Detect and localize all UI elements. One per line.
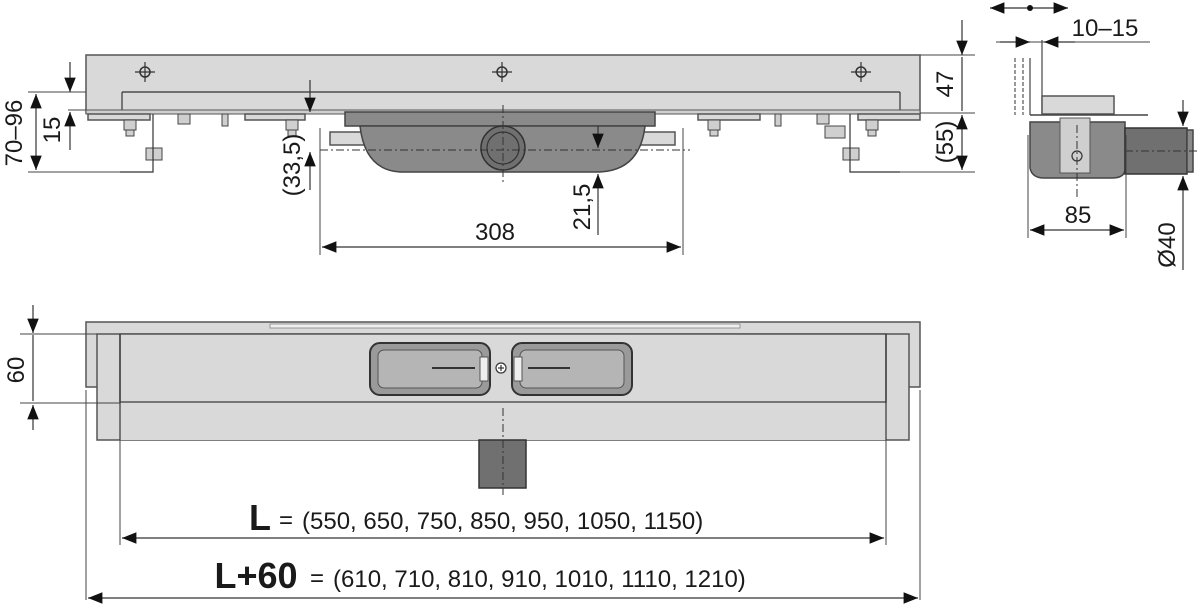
length-equals: =	[279, 507, 293, 534]
end-view: 10–15 85 Ø40	[990, 2, 1200, 270]
top-view: 60 L = (550, 650, 750, 850, 950, 1050, 1…	[3, 305, 921, 604]
dim-bottom-ref: (55)	[932, 121, 959, 164]
length-formula: L = (550, 650, 750, 850, 950, 1050, 1150…	[249, 497, 703, 538]
dim-depth-ref: (33,5)	[279, 134, 306, 197]
dim-outlet-diameter: Ø40	[1154, 222, 1181, 267]
dim-wall-offset: 10–15	[1072, 15, 1139, 42]
dim-height-range: 70–96	[1, 100, 28, 167]
drain-clip-right	[511, 342, 633, 396]
total-length-formula: L+60 = (610, 710, 810, 910, 1010, 1110, …	[214, 555, 745, 596]
dim-top-width: 60	[3, 357, 30, 384]
screw-icon	[495, 362, 507, 374]
channel-body	[85, 54, 921, 114]
mounting-hole-icon	[135, 62, 155, 82]
total-length-symbol: L+60	[214, 555, 297, 596]
length-values: (550, 650, 750, 850, 950, 1050, 1150)	[302, 508, 703, 535]
dim-flange: 15	[39, 117, 66, 144]
total-length-equals: =	[310, 565, 324, 592]
dim-siphon-depth: 21,5	[569, 184, 596, 231]
dim-top-height: 47	[932, 71, 959, 98]
dim-width: 85	[1065, 202, 1092, 229]
total-length-values: (610, 710, 810, 910, 1010, 1110, 1210)	[333, 566, 746, 593]
side-view: 70–96 15 (33,5) 21,5 308 47 (55)	[1, 20, 975, 255]
length-symbol: L	[249, 497, 271, 538]
mounting-hole-icon	[851, 62, 871, 82]
drain-clip-left	[369, 342, 491, 396]
mounting-hole-icon	[492, 62, 512, 82]
dim-siphon-width: 308	[475, 219, 515, 246]
